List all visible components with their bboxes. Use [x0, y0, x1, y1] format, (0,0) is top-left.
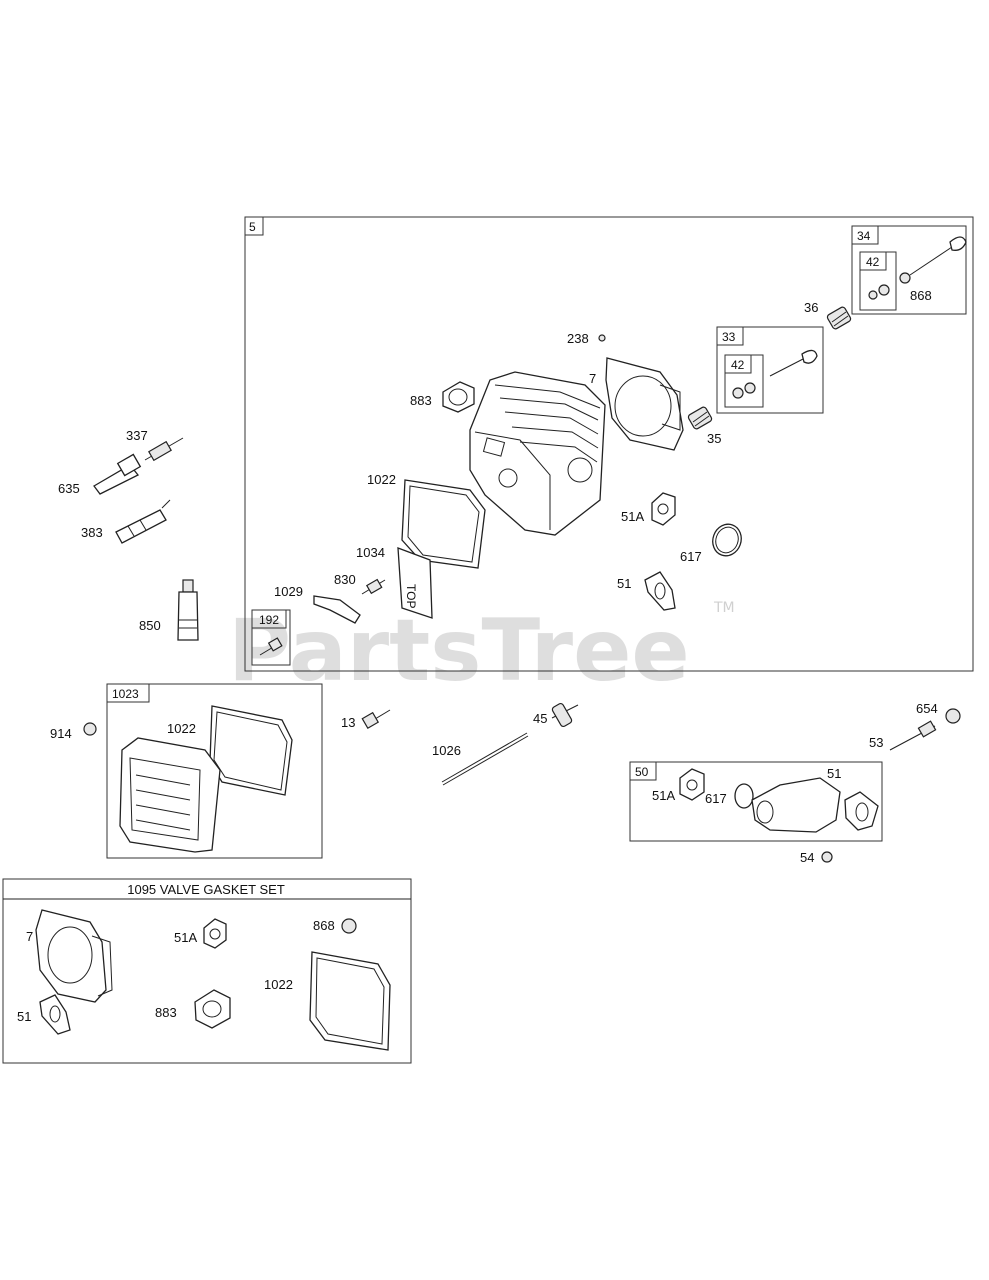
- nut-654-icon: [945, 708, 961, 724]
- gasket-51a-icon: [651, 492, 676, 526]
- label-238: 238: [567, 331, 589, 346]
- valve-spring-36-icon: [826, 306, 852, 330]
- label-36: 36: [804, 300, 818, 315]
- label-1022-cover: 1022: [167, 721, 196, 736]
- breather-plate-1034-icon: TOP: [397, 547, 433, 619]
- intake-assembly-box: 50: [629, 761, 883, 842]
- label-617-intake: 617: [705, 791, 727, 806]
- intake-valve-icon: [801, 349, 818, 364]
- tool-635-icon: [93, 453, 142, 495]
- valve-spring-35-icon: [687, 406, 713, 430]
- label-54: 54: [800, 850, 814, 865]
- label-gs-883: 883: [155, 1005, 177, 1020]
- breather-192-box: 192: [251, 609, 291, 666]
- watermark: PartsTree: [228, 601, 690, 701]
- fitting-192-icon: [267, 637, 283, 652]
- keeper-868-set-icon: [341, 918, 357, 934]
- label-gs-868: 868: [313, 918, 335, 933]
- valve-gasket-set-box: 1095 VALVE GASKET SET 7 51A 868 1022 51 …: [2, 878, 412, 1064]
- o-ring-617-intake-icon: [734, 783, 754, 809]
- label-gs-7: 7: [26, 929, 33, 944]
- head-gasket-set-icon: [35, 909, 107, 1003]
- valve-cover-icon: [119, 737, 221, 853]
- label-654: 654: [916, 701, 938, 716]
- top-stamp: TOP: [404, 584, 418, 608]
- valve-keeper-icon: [868, 290, 878, 300]
- label-gs-51a: 51A: [174, 930, 197, 945]
- head-gasket-icon: [605, 357, 684, 451]
- part-238-icon: [598, 334, 606, 342]
- label-gs-1022: 1022: [264, 977, 293, 992]
- label-1026: 1026: [432, 743, 461, 758]
- label-868: 868: [910, 288, 932, 303]
- label-617: 617: [680, 549, 702, 564]
- push-rod-1026-icon: [441, 732, 528, 783]
- label-7: 7: [589, 371, 596, 386]
- label-13: 13: [341, 715, 355, 730]
- intake-assembly-number: 50: [635, 765, 649, 779]
- label-51a: 51A: [621, 509, 644, 524]
- spring-383-icon: [115, 499, 171, 544]
- label-1029: 1029: [274, 584, 303, 599]
- exhaust-keeper-number: 42: [866, 255, 880, 269]
- head-assembly-box: 5: [244, 216, 974, 672]
- intake-valve-box: 33 42: [716, 326, 824, 414]
- label-51: 51: [617, 576, 631, 591]
- cover-gasket-1022-icon: [401, 479, 486, 569]
- cover-gasket-set-icon: [309, 951, 391, 1051]
- label-45: 45: [533, 711, 547, 726]
- intake-keeper-number: 42: [731, 358, 745, 372]
- gasket-51a-intake-icon: [679, 768, 705, 801]
- valve-spring-cap-icon: [899, 272, 911, 284]
- label-337: 337: [126, 428, 148, 443]
- gasket-51-intake-icon: [844, 791, 879, 831]
- intake-gasket-883-icon: [442, 381, 475, 413]
- head-assembly-number: 5: [249, 220, 256, 234]
- spark-plug-337-icon: [144, 437, 184, 462]
- exhaust-valve-box: 34 42 868: [851, 225, 967, 315]
- gasket-set-title: 1095 VALVE GASKET SET: [127, 882, 285, 897]
- cover-assembly-number: 1023: [112, 687, 139, 701]
- label-830: 830: [334, 572, 356, 587]
- gasket-51a-set-icon: [203, 918, 227, 949]
- breather-192-number: 192: [259, 613, 279, 627]
- label-850: 850: [139, 618, 161, 633]
- cylinder-head-icon: [469, 371, 606, 536]
- label-51-intake: 51: [827, 766, 841, 781]
- sealant-tube-850-icon: [177, 579, 199, 641]
- bolt-13-icon: [361, 709, 391, 730]
- label-635: 635: [58, 481, 80, 496]
- intake-elbow-icon: [751, 777, 841, 833]
- label-383: 383: [81, 525, 103, 540]
- label-914: 914: [50, 726, 72, 741]
- bracket-1029-icon: [313, 595, 361, 624]
- exhaust-valve-number: 34: [857, 229, 871, 243]
- label-1034: 1034: [356, 545, 385, 560]
- o-ring-617-icon: [712, 523, 742, 557]
- label-35: 35: [707, 431, 721, 446]
- gasket-883-set-icon: [194, 989, 231, 1029]
- label-1022: 1022: [367, 472, 396, 487]
- screw-54-icon: [821, 851, 833, 863]
- label-51a-intake: 51A: [652, 788, 675, 803]
- label-gs-51: 51: [17, 1009, 31, 1024]
- exhaust-valve-icon: [949, 236, 967, 251]
- watermark-trademark: TM: [713, 600, 735, 616]
- stud-53-icon: [889, 720, 937, 751]
- label-883: 883: [410, 393, 432, 408]
- gasket-51-icon: [644, 571, 676, 611]
- cover-assembly-box: 1023: [106, 683, 323, 859]
- gasket-51-set-icon: [39, 994, 71, 1035]
- screw-914-icon: [83, 722, 97, 736]
- stud-830-icon: [361, 578, 386, 595]
- intake-valve-number: 33: [722, 330, 736, 344]
- label-53: 53: [869, 735, 883, 750]
- rocker-45-icon: [551, 702, 579, 728]
